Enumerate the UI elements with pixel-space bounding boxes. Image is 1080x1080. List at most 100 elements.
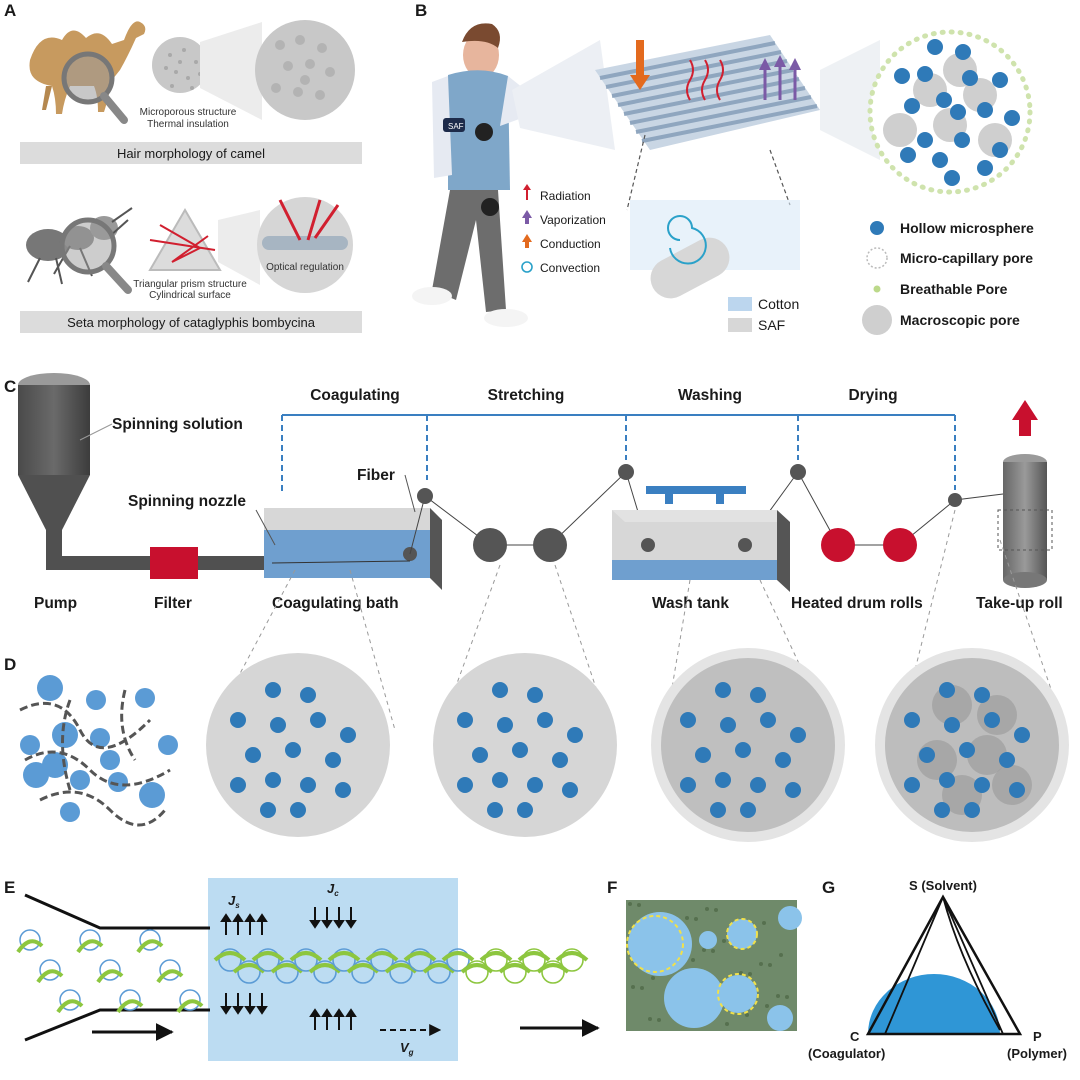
sem-grain — [637, 903, 641, 907]
macropore — [315, 90, 325, 100]
hollow-microsphere — [1014, 727, 1030, 743]
sem-grain — [745, 1013, 749, 1017]
sem-grain — [725, 1022, 729, 1026]
vertex-solvent: S (Solvent) — [909, 878, 977, 893]
hollow-microsphere — [720, 717, 736, 733]
legend-micro-capillary: Micro-capillary pore — [900, 250, 1033, 266]
legend-macroscopic: Macroscopic pore — [900, 312, 1020, 328]
hollow-microsphere — [917, 132, 933, 148]
hair-crosssection-small — [152, 37, 208, 93]
micropore — [186, 76, 190, 80]
microsphere — [100, 750, 120, 770]
polymer-chain — [39, 790, 167, 827]
flux-arrowhead — [333, 1008, 345, 1017]
saf-crosssection — [867, 29, 1033, 195]
panel-label-g: G — [822, 878, 835, 897]
label-take-up-roll: Take-up roll — [976, 595, 1063, 612]
hollow-microsphere — [562, 782, 578, 798]
nozzle-pointer — [255, 509, 276, 546]
magnifier-icon-ant — [59, 217, 132, 294]
sem-grain — [694, 917, 698, 921]
microsphere — [70, 770, 90, 790]
camel-note-2: Thermal insulation — [147, 119, 229, 130]
hollow-microsphere — [300, 687, 316, 703]
legend-conduction: Conduction — [540, 237, 601, 251]
stage-coagulating: Coagulating — [310, 387, 400, 404]
hollow-microsphere — [750, 777, 766, 793]
hollow-microsphere — [527, 777, 543, 793]
hollow-microsphere — [974, 687, 990, 703]
warp-yarn — [611, 59, 788, 98]
sem-grain — [762, 921, 766, 925]
sem-grain — [705, 907, 709, 911]
camel-note-1: Microporous structure — [140, 107, 237, 118]
panel-d — [19, 509, 1069, 842]
panel-f — [626, 900, 802, 1031]
flux-arrowhead — [345, 1008, 357, 1017]
polymer-chain — [270, 963, 304, 974]
sem-grain — [785, 995, 789, 999]
vertex-polymer-name: (Polymer) — [1007, 1046, 1067, 1061]
flux-arrows — [220, 907, 357, 1030]
polymer-chain — [96, 969, 124, 984]
hair-macropores — [271, 35, 335, 100]
vertex-coagulator-name: (Coagulator) — [808, 1046, 885, 1061]
hollow-microsphere — [984, 712, 1000, 728]
micropore — [164, 66, 168, 70]
ant-caption: Seta morphology of cataglyphis bombycina — [67, 315, 316, 330]
warp-yarn — [635, 95, 812, 134]
polymer-chain — [403, 951, 437, 962]
micropore — [174, 70, 178, 74]
hollow-microsphere — [695, 747, 711, 763]
stage-microspheres — [230, 682, 1032, 818]
polymer-chain — [479, 951, 513, 962]
hollow-microsphere — [265, 682, 281, 698]
hollow-microsphere — [1004, 110, 1020, 126]
panel-c: Coagulating Stretching Washing Drying Sp… — [18, 373, 1063, 612]
hollow-microsphere — [927, 39, 943, 55]
hollow-microsphere — [715, 682, 731, 698]
micropore — [190, 86, 194, 90]
polymer-chain — [76, 939, 104, 954]
label-coagulating-bath: Coagulating bath — [272, 595, 399, 612]
hollow-microsphere — [936, 92, 952, 108]
flux-jc: Jc — [327, 881, 339, 898]
polymer-chain — [116, 999, 144, 1014]
microsphere — [522, 948, 546, 972]
polymer-chain — [251, 951, 285, 962]
microsphere — [541, 960, 565, 984]
legend-cotton: Cotton — [758, 296, 799, 312]
camel-caption: Hair morphology of camel — [117, 146, 265, 161]
sem-grain — [691, 958, 695, 962]
stage-stretching: Stretching — [488, 387, 565, 404]
hollow-microsphere — [954, 132, 970, 148]
fabric-legend: Cotton SAF — [728, 296, 799, 333]
ant-note-2: Cylindrical surface — [149, 290, 231, 301]
hollow-microsphere — [955, 44, 971, 60]
legend-convection: Convection — [540, 261, 600, 275]
polymer-chain — [136, 939, 164, 954]
microsphere — [60, 802, 80, 822]
hollow-microsphere — [932, 152, 948, 168]
panel-label-a: A — [4, 1, 16, 20]
hollow-microsphere — [904, 98, 920, 114]
armband-label: SAF — [448, 122, 464, 131]
hollow-microsphere — [335, 782, 351, 798]
hollow-microsphere — [537, 712, 553, 728]
zoom-cone-saf — [820, 40, 880, 160]
hollow-microsphere — [527, 687, 543, 703]
polymer-chain — [327, 951, 361, 962]
polymer-chain — [555, 951, 589, 962]
microsphere — [389, 960, 413, 984]
microsphere — [108, 772, 128, 792]
polymer-chain — [384, 963, 418, 974]
legend-hollow-microsphere: Hollow microsphere — [900, 220, 1034, 236]
sem-grain — [714, 908, 718, 912]
macropore — [300, 75, 310, 85]
microsphere — [90, 728, 110, 748]
hollow-microsphere — [1009, 782, 1025, 798]
flux-arrowhead — [232, 1006, 244, 1015]
legend-saf: SAF — [758, 317, 785, 333]
microsphere — [351, 960, 375, 984]
hollow-microsphere — [260, 802, 276, 818]
